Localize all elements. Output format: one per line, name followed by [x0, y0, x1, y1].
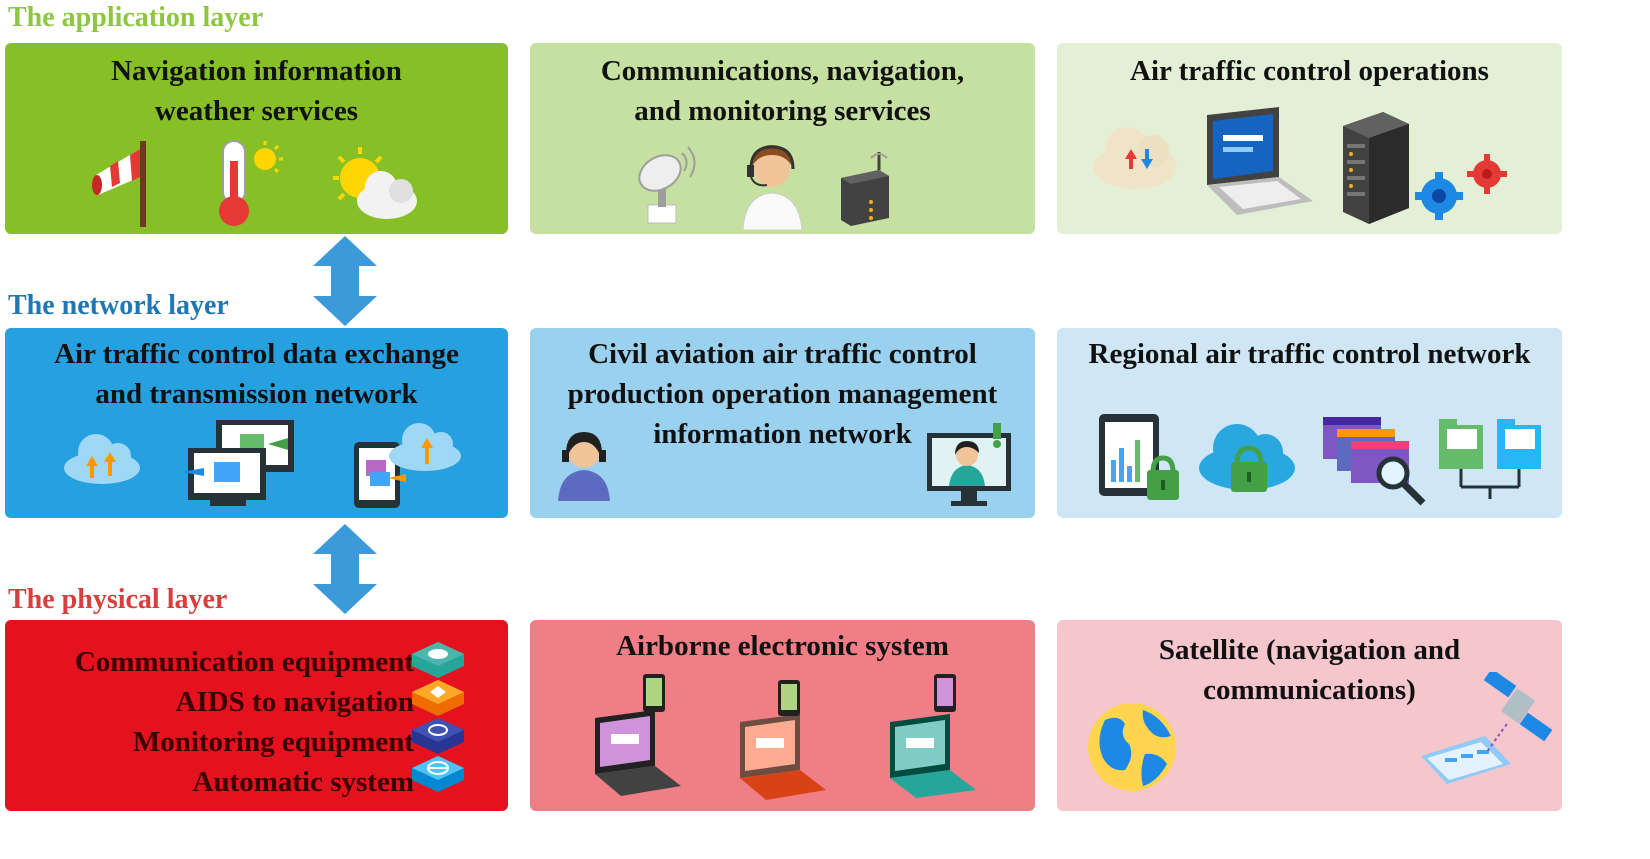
- panel-title: Civil aviation air traffic control produ…: [567, 338, 998, 450]
- satellite-dish-icon: [630, 143, 705, 228]
- nav-weather-services-panel: Navigation information weather services: [5, 43, 508, 234]
- panel-title: Airborne electronic system: [616, 630, 949, 662]
- regional-atc-network-panel: Regional air traffic control network: [1057, 328, 1562, 518]
- cloud-sync-icon: [1087, 115, 1182, 195]
- physical-equipment-panel: Communication equipment AIDS to navigati…: [5, 620, 508, 811]
- thermometer-icon: [195, 139, 285, 229]
- application-layer-label: The application layer: [8, 2, 264, 33]
- operator-headset-icon: [735, 135, 810, 230]
- folder-network-icon: [1435, 413, 1550, 508]
- globe-icon: [1085, 700, 1180, 795]
- satellite-panel: Satellite (navigation and communications…: [1057, 620, 1562, 811]
- atc-operations-panel: Air traffic control operations: [1057, 43, 1562, 234]
- laptop-icon: [1197, 105, 1317, 225]
- panel-title: Regional air traffic control network: [1088, 338, 1531, 370]
- list-item: Automatic system: [192, 766, 414, 798]
- laptop-phone-teal-icon: [880, 670, 990, 800]
- sun-cloud-icon: [325, 143, 420, 228]
- panel-title: Satellite (navigation and communications…: [1158, 634, 1461, 706]
- monitoring-box-icon: [410, 716, 466, 756]
- satellite-icon: [1415, 672, 1555, 800]
- cloud-upload-icon: [60, 426, 145, 486]
- panel-title: Air traffic control operations: [1130, 55, 1489, 87]
- secure-tablet-icon: [1095, 410, 1185, 510]
- app-network-double-arrow: [313, 236, 377, 326]
- civil-aviation-mgmt-panel: Civil aviation air traffic control produ…: [530, 328, 1035, 518]
- windsock-icon: [88, 139, 158, 229]
- headset-person-icon: [552, 426, 617, 501]
- equipment-list: Communication equipment AIDS to navigati…: [19, 642, 414, 802]
- gears-icon: [1409, 148, 1514, 223]
- window-search-icon: [1319, 413, 1429, 508]
- router-icon: [835, 148, 895, 228]
- list-item: Monitoring equipment: [132, 726, 414, 758]
- panel-title: Communications, navigation, and monitori…: [600, 55, 965, 127]
- physical-layer-label: The physical layer: [8, 584, 228, 615]
- cns-services-panel: Communications, navigation, and monitori…: [530, 43, 1035, 234]
- navigation-box-icon: [410, 678, 466, 718]
- panel-title: Navigation information weather services: [111, 55, 402, 127]
- network-physical-double-arrow: [313, 524, 377, 614]
- globe-box-icon: [410, 754, 466, 794]
- monitors-transfer-icon: [180, 416, 315, 511]
- chat-box-icon: [410, 640, 466, 680]
- panel-title: Air traffic control data exchange and tr…: [54, 338, 459, 410]
- cloud-upload-icon: [385, 414, 465, 474]
- server-icon: [1339, 108, 1414, 228]
- list-item: AIDS to navigation: [175, 686, 415, 718]
- network-layer-label: The network layer: [8, 290, 229, 321]
- monitor-person-icon: [923, 423, 1018, 513]
- list-item: Communication equipment: [74, 646, 414, 678]
- airborne-electronic-panel: Airborne electronic system: [530, 620, 1035, 811]
- laptop-phone-orange-icon: [730, 678, 835, 803]
- laptop-phone-purple-icon: [585, 670, 690, 800]
- secure-cloud-icon: [1195, 416, 1300, 496]
- atc-data-exchange-panel: Air traffic control data exchange and tr…: [5, 328, 508, 518]
- tablet-transfer-icon: [350, 438, 410, 513]
